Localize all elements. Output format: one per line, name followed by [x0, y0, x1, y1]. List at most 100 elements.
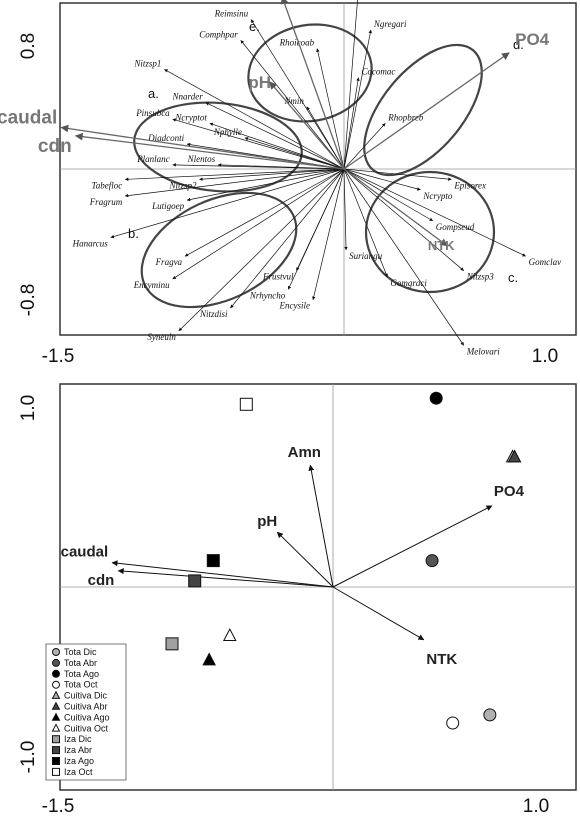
- species-arrow-gomgraci: [343, 168, 388, 278]
- bottom-x-tick-1: 1.0: [523, 796, 549, 817]
- legend-marker-tota-dic: [52, 648, 60, 656]
- species-arrow-nmin: [306, 106, 345, 170]
- species-label-nphylle: Nphylle: [213, 127, 242, 137]
- bottom-y-tick-1: -1.0: [18, 741, 39, 774]
- legend-label-cuitiva-abr: Cuitiva Abr: [64, 702, 108, 712]
- species-label-comphpar: Comphpar: [199, 29, 238, 39]
- legend-marker-iza-ago: [52, 757, 60, 765]
- species-arrow-lutigoep: [186, 168, 345, 202]
- legend-label-tota-ago: Tota Ago: [64, 669, 99, 679]
- bottom-env-label-cdn: cdn: [88, 572, 115, 589]
- species-label-tabefloc: Tabefloc: [92, 180, 123, 190]
- sample-point-tota-oct: [446, 716, 460, 730]
- species-arrow-nschoro: [343, 0, 358, 170]
- species-arrow-nphylle: [244, 137, 345, 170]
- species-label-fragrum: Fragrum: [89, 197, 123, 207]
- legend-marker-iza-abr: [52, 746, 60, 755]
- group-label-b: b.: [128, 226, 139, 241]
- bottom-env-arrow-caudal: [111, 560, 334, 588]
- legend-label-tota-oct: Tota Oct: [64, 680, 98, 690]
- legend-label-tota-dic: Tota Dic: [64, 647, 97, 657]
- species-arrow-nnarder: [205, 102, 345, 170]
- env-arrow-po4: [343, 52, 510, 170]
- species-label-frustvul: Frustvul: [262, 272, 294, 282]
- species-arrow-nitzsp3: [343, 168, 464, 271]
- env-arrow-ntk: [343, 168, 448, 247]
- species-label-nmin: Nmin: [283, 96, 304, 106]
- legend-label-cuitiva-oct: Cuitiva Oct: [64, 723, 109, 733]
- legend-marker-iza-dic: [52, 735, 60, 744]
- legend-marker-cuitiva-abr: [51, 701, 61, 710]
- species-arrow-syneuln: [178, 168, 345, 332]
- bottom-env-arrow-ph: [276, 531, 334, 588]
- bottom-x-tick-0: -1.5: [42, 796, 75, 817]
- species-label-nitzdisi: Nitzdisi: [199, 309, 228, 319]
- species-label-episorex: Episorex: [453, 180, 486, 190]
- sample-point-iza-dic: [165, 637, 179, 651]
- top-x-tick-1: 1.0: [532, 346, 558, 367]
- sample-point-iza-oct: [239, 397, 253, 411]
- env-label-ph: pH: [248, 73, 271, 92]
- species-label-nitzsp3: Nitzsp3: [466, 272, 495, 282]
- env-arrow-cdn: [74, 132, 345, 170]
- group-label-c: c.: [508, 270, 518, 285]
- species-label-rhoicoab: Rhoicoab: [279, 38, 315, 48]
- species-label-lutigoep: Lutigoep: [151, 201, 185, 211]
- legend-marker-iza-oct: [52, 767, 60, 776]
- species-arrow-fragrum: [124, 168, 345, 198]
- legend-label-cuitiva-dic: Cuitiva Dic: [64, 691, 108, 701]
- legend-marker-cuitiva-dic: [51, 690, 61, 699]
- species-arrow-nitzsp2: [199, 168, 345, 181]
- sample-point-cuitiva-ago: [202, 652, 216, 666]
- legend-marker-tota-ago: [52, 669, 60, 678]
- species-arrow-encysile: [312, 168, 345, 301]
- bottom-y-tick-0: 1.0: [18, 395, 39, 421]
- bottom-env-arrow-cdn: [117, 568, 334, 588]
- species-label-nlentos: Nlentos: [187, 154, 216, 164]
- species-arrow-ncryptot: [209, 122, 345, 170]
- bottom-env-arrow-po4: [332, 505, 493, 588]
- group-b-ellipse: [140, 191, 298, 309]
- species-label-nnarder: Nnarder: [172, 92, 204, 102]
- group-label-d: d.: [513, 37, 524, 52]
- species-label-encysile: Encysile: [279, 301, 311, 311]
- species-label-syneuln: Syneuln: [147, 332, 176, 342]
- species-arrow-nitzdisi: [230, 168, 345, 309]
- env-arrow-amn: [280, 0, 345, 170]
- sample-point-tota-ago: [429, 391, 443, 405]
- sample-point-tota-abr: [425, 554, 439, 568]
- bottom-env-label-po4: PO4: [494, 483, 525, 500]
- species-label-ngregari: Ngregari: [373, 19, 407, 29]
- bottom-env-label-caudal: caudal: [61, 544, 109, 561]
- species-arrow-ncrypto: [343, 168, 421, 191]
- bottom-env-arrow-amn: [308, 464, 334, 588]
- species-arrow-ngregari: [343, 29, 372, 170]
- sample-point-iza-ago: [206, 554, 220, 568]
- species-arrow-fragva: [184, 168, 345, 257]
- species-label-pinsubca: Pinsubca: [135, 108, 170, 118]
- species-label-gomgraci: Gomgraci: [390, 278, 427, 288]
- legend-label-tota-abr: Tota Abr: [64, 658, 97, 668]
- sample-point-cuitiva-abr: [507, 449, 522, 463]
- species-arrow-episorex: [343, 168, 452, 181]
- legend-marker-tota-oct: [52, 680, 60, 689]
- species-label-fragva: Fragva: [155, 257, 183, 267]
- group-label-a: a.: [148, 86, 159, 101]
- species-arrow-tabefloc: [124, 168, 345, 181]
- species-label-nrhyncho: Nrhyncho: [249, 290, 286, 300]
- env-arrow-caudal: [60, 124, 345, 170]
- species-label-melovari: Melovari: [466, 346, 500, 356]
- species-arrow-hanarcus: [110, 168, 345, 239]
- top-species-arrows: NschoroReimsinuNgregariComphparRhoicoabN…: [72, 0, 561, 356]
- species-label-encyminu: Encyminu: [133, 280, 170, 290]
- species-arrow-rhoicoab: [316, 48, 345, 170]
- species-label-planlanc: Planlanc: [136, 154, 170, 164]
- env-label-ntk: NTK: [428, 238, 455, 253]
- species-arrow-cocomac: [343, 77, 360, 170]
- bottom-env-label-amn: Amn: [288, 444, 321, 461]
- species-arrow-nrhyncho: [287, 168, 345, 290]
